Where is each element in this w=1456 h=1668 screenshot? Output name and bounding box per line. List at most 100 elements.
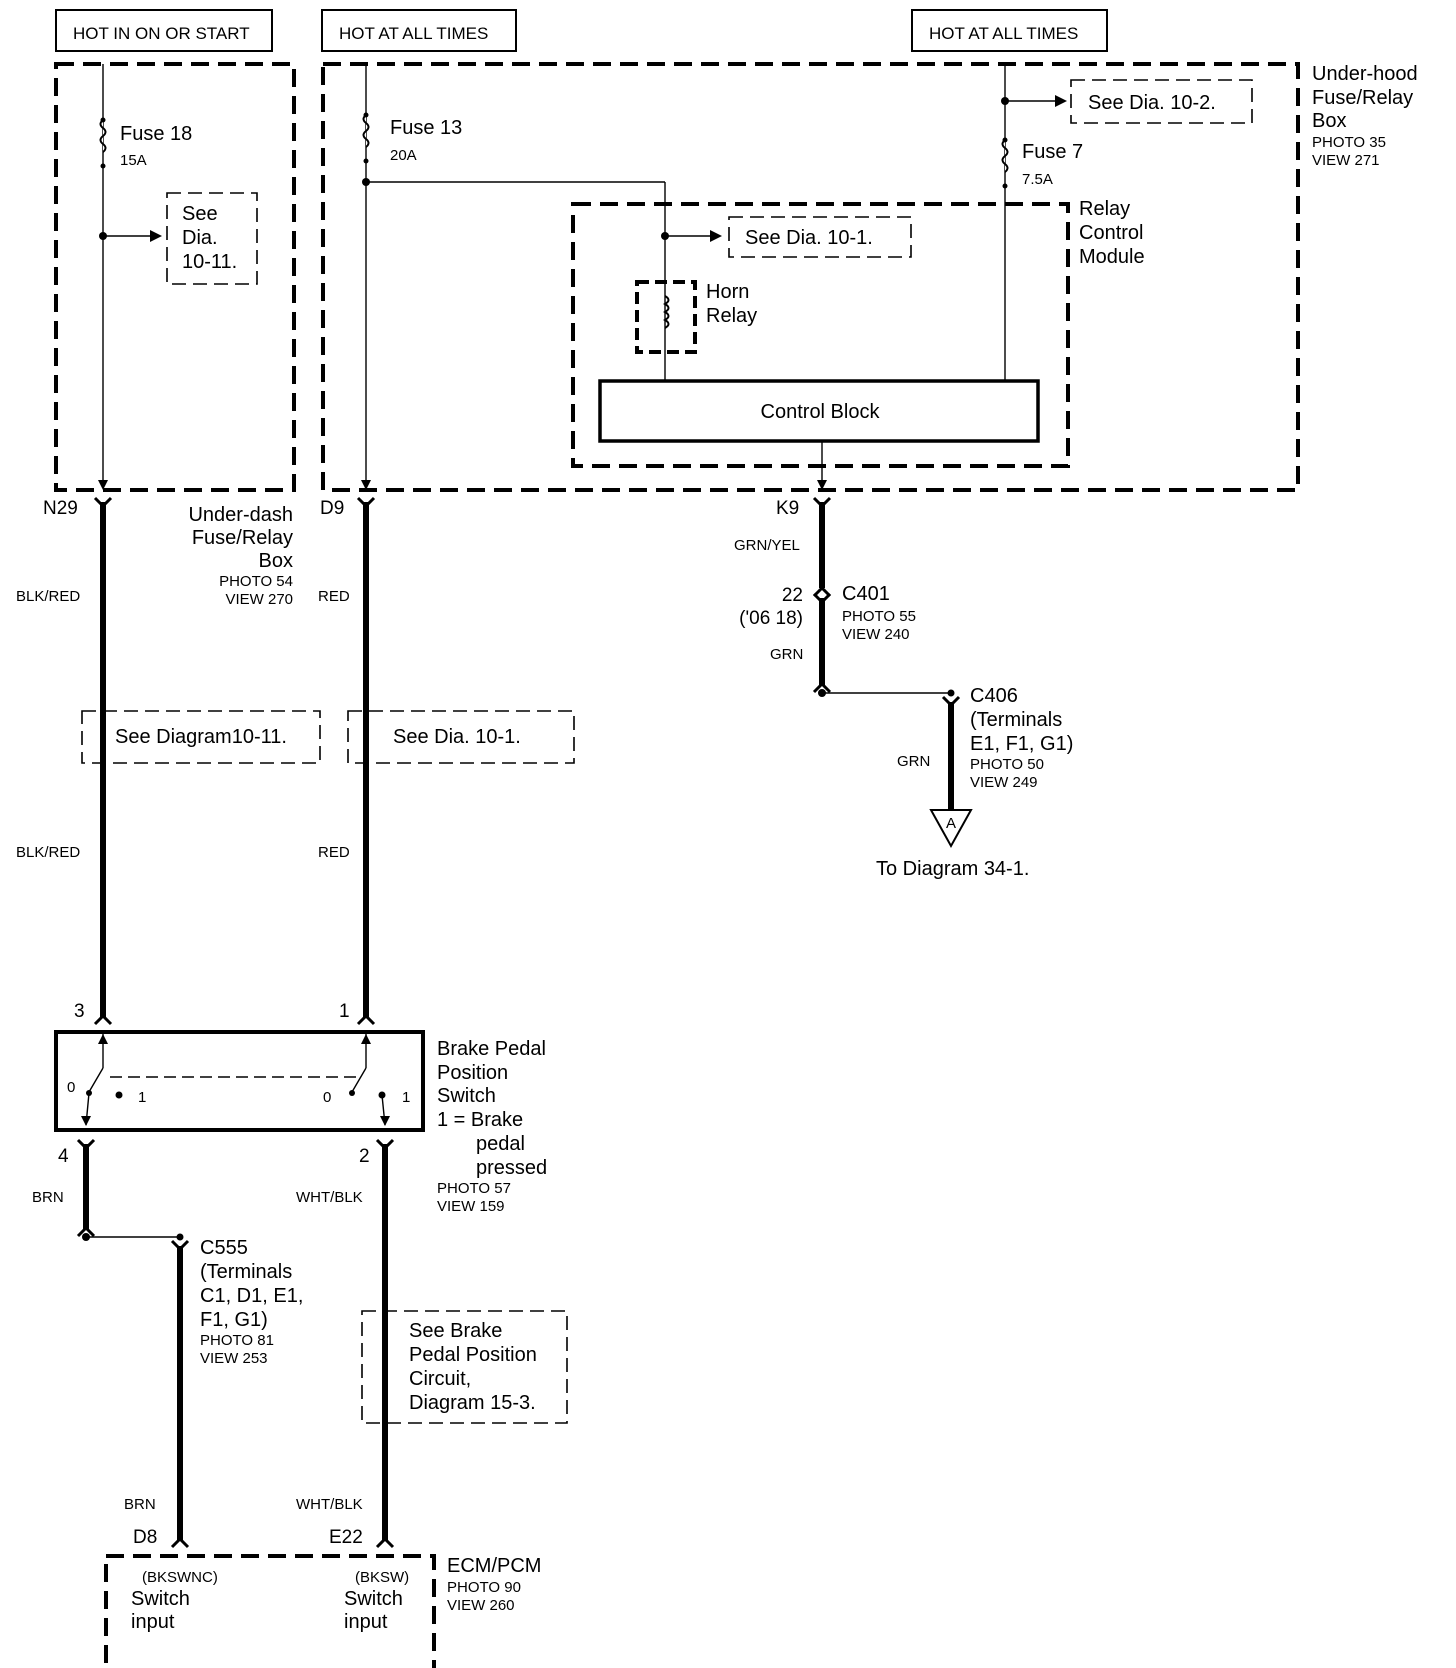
svg-text:Under-hood: Under-hood	[1312, 63, 1418, 85]
brake-switch-body	[54, 1030, 425, 1132]
svg-text:(BKSWNC): (BKSWNC)	[142, 1569, 218, 1586]
header-label: HOT AT ALL TIMES	[339, 24, 488, 43]
wire-brn-upper: BRN	[32, 1189, 64, 1206]
control-block: Control Block	[598, 379, 1040, 443]
fuse-7: Fuse 7 7.5A	[1001, 137, 1083, 189]
svg-text:0: 0	[67, 1079, 75, 1096]
fuse-13: Fuse 13 20A	[362, 112, 462, 164]
brake-switch-pin-2: 2	[359, 1146, 370, 1167]
wire-wht-blk-upper: WHT/BLK	[296, 1189, 363, 1206]
ecm-pcm-label: ECM/PCM PHOTO 90 VIEW 260	[447, 1555, 541, 1614]
brake-switch-contacts: 0 1 0 1	[67, 1032, 410, 1126]
ecm-input-bkswnc: (BKSWNC) Switch input	[131, 1569, 218, 1633]
svg-text:F1, G1): F1, G1)	[200, 1309, 268, 1331]
relay-control-module-label: Relay Control Module	[1079, 198, 1145, 268]
svg-text:PHOTO 50: PHOTO 50	[970, 756, 1044, 773]
svg-text:A: A	[946, 815, 956, 832]
svg-text:pressed: pressed	[476, 1157, 547, 1179]
fuse-7-rating: 7.5A	[1022, 171, 1053, 188]
ref-see-dia-10-1-top[interactable]: See Dia. 10-1.	[728, 216, 912, 258]
header-hot-at-all-times-left: HOT AT ALL TIMES	[321, 9, 517, 52]
svg-text:See Diagram10-11.: See Diagram10-11.	[115, 726, 287, 748]
svg-text:PHOTO 54: PHOTO 54	[219, 573, 293, 590]
wire-blk-red-upper: BLK/RED	[16, 588, 80, 605]
horn-relay: Horn Relay	[635, 280, 757, 354]
svg-text:VIEW 159: VIEW 159	[437, 1198, 505, 1215]
svg-text:PHOTO 55: PHOTO 55	[842, 608, 916, 625]
svg-text:Under-dash: Under-dash	[188, 504, 293, 526]
svg-text:Fuse/Relay: Fuse/Relay	[1312, 87, 1413, 109]
svg-text:E1, F1, G1): E1, F1, G1)	[970, 733, 1073, 755]
svg-text:See Dia. 10-1.: See Dia. 10-1.	[745, 227, 873, 249]
ref-see-dia-10-11[interactable]: See Dia. 10-11.	[166, 192, 258, 285]
pin-n29: N29	[43, 498, 78, 519]
svg-text:Module: Module	[1079, 246, 1145, 268]
svg-text:Switch: Switch	[437, 1085, 496, 1107]
svg-text:1: 1	[138, 1089, 146, 1106]
ecm-pin-e22: E22	[329, 1527, 363, 1548]
fuse-18-name: Fuse 18	[120, 123, 192, 145]
ecm-pcm-outline	[104, 1554, 436, 1668]
svg-text:C401: C401	[842, 583, 890, 605]
svg-text:(Terminals: (Terminals	[200, 1261, 292, 1283]
svg-text:See Dia. 10-1.: See Dia. 10-1.	[393, 726, 521, 748]
svg-text:10-11.: 10-11.	[182, 251, 237, 273]
svg-text:C406: C406	[970, 685, 1018, 707]
ecm-pin-d8: D8	[133, 1527, 157, 1548]
wire-red-upper: RED	[318, 588, 350, 605]
svg-text:Switch: Switch	[131, 1588, 190, 1610]
c406-symbol-a: A	[929, 809, 973, 849]
wire-wht-blk-lower: WHT/BLK	[296, 1496, 363, 1513]
underdash-fuse-box-outline	[54, 62, 296, 492]
svg-text:(Terminals: (Terminals	[970, 709, 1062, 731]
wire-red-lower: RED	[318, 844, 350, 861]
svg-text:1: 1	[402, 1089, 410, 1106]
ref-see-brake-pedal-position-circuit[interactable]: See Brake Pedal Position Circuit, Diagra…	[361, 1310, 568, 1424]
svg-text:See: See	[182, 203, 218, 225]
svg-text:Relay: Relay	[1079, 198, 1130, 220]
relay-control-module-outline	[571, 202, 1070, 468]
fuse-13-rating: 20A	[390, 147, 417, 164]
c401-pin-number: 22	[782, 585, 803, 606]
ref-see-diagram-10-11[interactable]: See Diagram10-11.	[81, 710, 321, 764]
svg-text:0: 0	[323, 1089, 331, 1106]
svg-text:Fuse/Relay: Fuse/Relay	[192, 527, 293, 549]
ref-see-dia-10-1-mid[interactable]: See Dia. 10-1.	[347, 710, 575, 764]
brake-switch-pin-3: 3	[74, 1001, 85, 1022]
brake-switch-pin-1: 1	[339, 1001, 350, 1022]
connector-c401: C401 PHOTO 55 VIEW 240	[842, 583, 916, 643]
svg-text:VIEW 240: VIEW 240	[842, 626, 910, 643]
ecm-input-bksw: (BKSW) Switch input	[344, 1569, 409, 1633]
ref-see-dia-10-2[interactable]: See Dia. 10-2.	[1070, 79, 1253, 124]
wire-grn-c401: GRN	[770, 646, 803, 663]
svg-text:PHOTO 81: PHOTO 81	[200, 1332, 274, 1349]
svg-text:Box: Box	[259, 550, 293, 572]
svg-text:Control: Control	[1079, 222, 1143, 244]
underhood-box-label: Under-hood Fuse/Relay Box PHOTO 35 VIEW …	[1312, 63, 1418, 169]
svg-text:1 = Brake: 1 = Brake	[437, 1109, 523, 1131]
fuse-18: Fuse 18 15A	[99, 117, 192, 169]
svg-text:Control Block: Control Block	[761, 401, 881, 423]
svg-text:Position: Position	[437, 1062, 508, 1084]
wire-grn-yel: GRN/YEL	[734, 537, 800, 554]
svg-text:See Brake: See Brake	[409, 1320, 502, 1342]
svg-text:PHOTO 35: PHOTO 35	[1312, 134, 1386, 151]
connector-c555: C555 (Terminals C1, D1, E1, F1, G1) PHOT…	[200, 1237, 303, 1367]
pin-d9: D9	[320, 498, 344, 519]
svg-text:Circuit,: Circuit,	[409, 1368, 471, 1390]
svg-text:(BKSW): (BKSW)	[355, 1569, 409, 1586]
underdash-box-label: Under-dash Fuse/Relay Box PHOTO 54 VIEW …	[188, 504, 293, 608]
fuse-18-rating: 15A	[120, 152, 147, 169]
wire-grn-c406: GRN	[897, 753, 930, 770]
svg-text:VIEW 249: VIEW 249	[970, 774, 1038, 791]
svg-text:PHOTO 90: PHOTO 90	[447, 1579, 521, 1596]
connector-c406: C406 (Terminals E1, F1, G1) PHOTO 50 VIE…	[970, 685, 1073, 791]
svg-text:input: input	[344, 1611, 388, 1633]
header-label: HOT IN ON OR START	[73, 24, 250, 43]
svg-text:Brake Pedal: Brake Pedal	[437, 1038, 546, 1060]
svg-text:ECM/PCM: ECM/PCM	[447, 1555, 541, 1577]
brake-switch-label: Brake Pedal Position Switch 1 = Brake pe…	[437, 1038, 547, 1215]
pin-k9: K9	[776, 498, 799, 519]
svg-text:Diagram 15-3.: Diagram 15-3.	[409, 1392, 536, 1414]
svg-text:VIEW 270: VIEW 270	[225, 591, 293, 608]
